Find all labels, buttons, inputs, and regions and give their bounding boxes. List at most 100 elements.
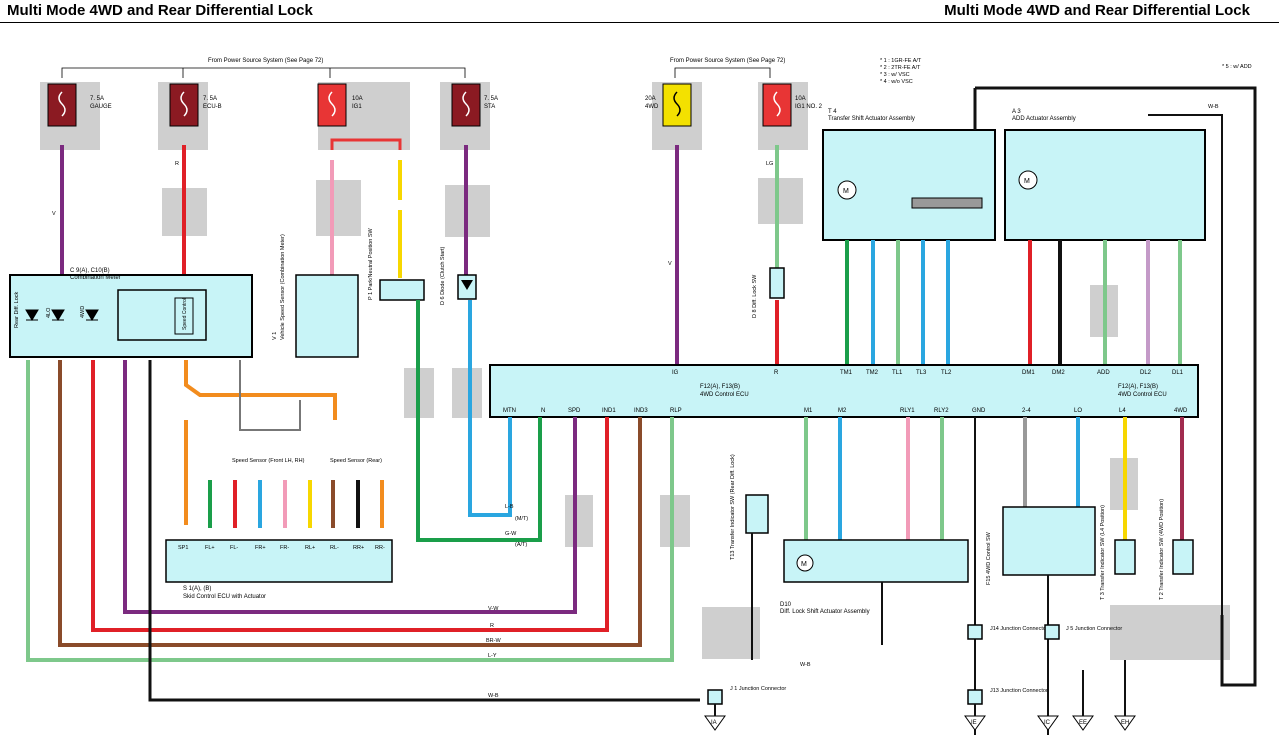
ecu-pin-l4: L4 — [1119, 408, 1126, 414]
fuse-ecu-b: 7. 5A ECU-B — [169, 83, 222, 127]
ecu-pin-dl1: DL1 — [1172, 370, 1184, 376]
speed-sensor-rear-label: Speed Sensor (Rear) — [330, 458, 382, 464]
ground-ee: EE — [1079, 720, 1087, 726]
ecu-pin-n: N — [541, 408, 545, 414]
ecu-name-right: 4WD Control ECU — [1118, 392, 1167, 398]
junction-j14 — [967, 624, 983, 640]
footnote-5: * 5 : w/ ADD — [1222, 64, 1252, 70]
fuse-ig1-no2: 10A IG1 NO. 2 — [762, 83, 823, 127]
4wd-control-ecu — [489, 364, 1199, 418]
wire-label-gw: G-W — [505, 531, 517, 537]
f15-label: F15 4WD Control SW — [986, 531, 992, 585]
vehicle-speed-sensor — [295, 274, 359, 358]
transfer-indicator-sw-l4 — [1114, 539, 1136, 575]
ground-ia: IA — [711, 720, 717, 726]
power-source-label-right: From Power Source System (See Page 72) — [670, 58, 785, 64]
skid-pin-fl-plus: FL+ — [205, 545, 215, 551]
t13-label: T13 Transfer Indicator SW (Rear Diff. Lo… — [730, 454, 736, 560]
d10-name: Diff. Lock Shift Actuator Assembly — [780, 609, 870, 615]
combo-meter-id: C 9(A), C10(B) — [70, 268, 110, 274]
park-neutral-switch — [379, 279, 425, 301]
rear-diff-lock-label: Rear Diff. Lock — [14, 291, 20, 328]
ecu-pin-tm2: TM2 — [866, 370, 879, 376]
ecu-pin-4wd: 4WD — [1174, 408, 1188, 414]
ecu-pin-r: R — [774, 370, 779, 376]
wire-label-v: V — [52, 211, 56, 217]
a3-name: ADD Actuator Assembly — [1012, 116, 1076, 122]
diff-lock-switch[interactable] — [769, 267, 785, 299]
footnotes: * 1 : 1GR-FE A/T * 2 : 2TR-FE A/T * 3 : … — [880, 58, 1252, 85]
ecu-pin-lo: LO — [1074, 408, 1082, 414]
j1-label: J 1 Junction Connector — [730, 686, 786, 692]
fuse-ig1-no2-name: IG1 NO. 2 — [795, 104, 823, 110]
motor-icon-t4: M — [843, 188, 849, 195]
junction-j1 — [707, 689, 723, 705]
skid-ecu-id: S 1(A), (B) — [183, 586, 211, 592]
ecu-pin-2-4: 2-4 — [1022, 408, 1031, 414]
wire-label-ly: L-Y — [488, 653, 497, 659]
skid-pin-rr-minus: RR- — [375, 545, 385, 551]
speed-control-label: Speed Control — [182, 298, 188, 330]
j13-label: J13 Junction Connector — [990, 688, 1048, 694]
ground-eh: EH — [1121, 720, 1129, 726]
t4-name: Transfer Shift Actuator Assembly — [828, 116, 915, 122]
wire-label-wb3: W-B — [1208, 104, 1219, 110]
ecu-id: F12(A), F13(B) — [700, 384, 740, 390]
skid-control-ecu — [165, 539, 393, 583]
ecu-pin-add: ADD — [1097, 370, 1110, 376]
grounds — [704, 715, 1136, 731]
footnote-4: * 4 : w/o VSC — [880, 79, 913, 85]
fuse-gauge: 7. 5A GAUGE — [47, 83, 112, 127]
diff-lock-shift-actuator — [783, 539, 969, 583]
4lo-label: 4LO — [46, 307, 52, 318]
fuse-sta-name: STA — [484, 104, 495, 110]
fuse-sta: 7. 5A STA — [451, 83, 498, 127]
4wd-control-switch[interactable] — [1002, 506, 1096, 576]
footnote-3: * 3 : w/ VSC — [880, 72, 910, 78]
wire-label-brw: BR-W — [486, 638, 501, 644]
ground-ie: IE — [971, 720, 977, 726]
ecu-pin-gnd: GND — [972, 408, 986, 414]
skid-pins: SP1 FL+ FL- FR+ FR- RL+ RL- RR+ RR- — [178, 545, 385, 551]
footnote-2: * 2 : 2TR-FE A/T — [880, 65, 921, 71]
d10-id: D10 — [780, 602, 792, 608]
ecu-bottom-pins: MTN N SPD IND1 IND3 RLP M1 M2 RLY1 RLY2 … — [503, 408, 1188, 414]
j14-label: J14 Junction Connector — [990, 626, 1048, 632]
wire-label-r2: R — [490, 623, 494, 629]
ecu-name: 4WD Control ECU — [700, 392, 749, 398]
skid-pin-rl-plus: RL+ — [305, 545, 315, 551]
t3-label: T 3 Transfer Indicator SW (L4 Position) — [1100, 505, 1106, 600]
speed-sensor-front-label: Speed Sensor (Front LH, RH) — [232, 458, 305, 464]
add-actuator — [1004, 129, 1206, 241]
t2-label: T 2 Transfer Indicator SW (4WD Position) — [1159, 499, 1165, 600]
fuse-4wd: 20A 4WD — [645, 83, 692, 127]
fuse-gauge-rating: 7. 5A — [90, 96, 104, 102]
page-title-right: Multi Mode 4WD and Rear Differential Loc… — [944, 2, 1250, 19]
wire-label-r: R — [175, 161, 179, 167]
skid-pin-sp1: SP1 — [178, 545, 188, 551]
ecu-id-right: F12(A), F13(B) — [1118, 384, 1158, 390]
vss-id: V 1 — [272, 332, 278, 340]
fuse-4wd-name: 4WD — [645, 104, 659, 110]
ecu-pin-ig: IG — [672, 370, 679, 376]
fuse-sta-rating: 7. 5A — [484, 96, 498, 102]
wire-label-lg: LG — [766, 161, 773, 167]
skid-ecu-name: Skid Control ECU with Actuator — [183, 594, 266, 600]
page-header: Multi Mode 4WD and Rear Differential Loc… — [0, 0, 1279, 23]
fuse-4wd-rating: 20A — [645, 96, 656, 102]
motor-icon-d10: M — [801, 561, 807, 568]
ecu-pin-mtn: MTN — [503, 408, 516, 414]
wire-label-lb: L-B — [505, 504, 514, 510]
wire-label-mt: (M/T) — [515, 516, 528, 522]
diff-lock-sw-label: D 8 Diff. Lock SW — [752, 274, 758, 318]
ecu-pin-rlp: RLP — [670, 408, 682, 414]
wire-label-wb2: W-B — [800, 662, 811, 668]
ecu-pin-tl3: TL3 — [916, 370, 927, 376]
skid-pin-fr-plus: FR+ — [255, 545, 266, 551]
ecu-pin-rly1: RLY1 — [900, 408, 915, 414]
t4-id: T 4 — [828, 109, 837, 115]
diode-label: D 6 Diode (Clutch Start) — [440, 246, 446, 305]
skid-pin-rr-plus: RR+ — [353, 545, 364, 551]
ecu-pin-ind1: IND1 — [602, 408, 616, 414]
